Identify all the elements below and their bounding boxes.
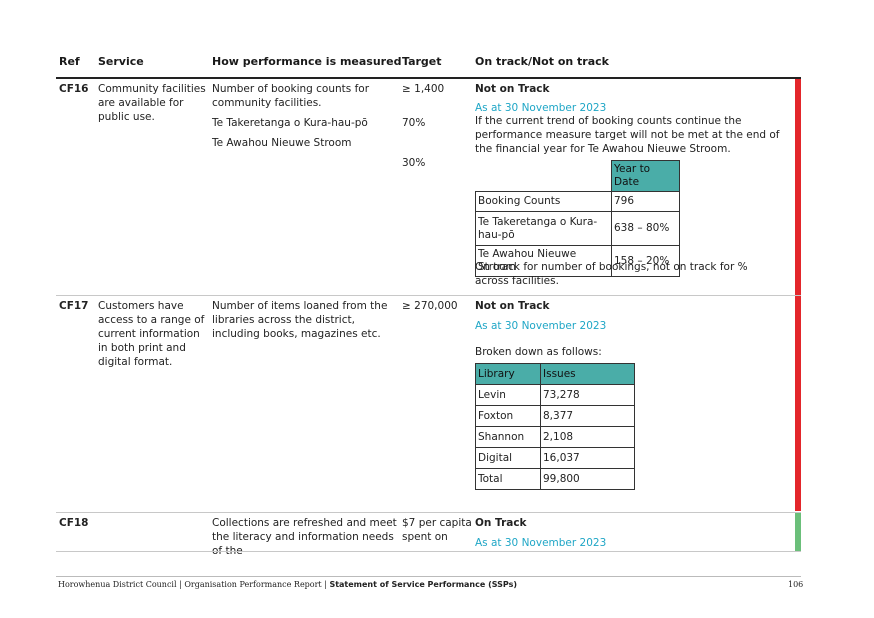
table-cell: 638 – 80% xyxy=(611,211,680,246)
footer-text: Horowhenua District Council | Organisati… xyxy=(58,580,330,589)
booking-table: Year to Date Booking Counts 796 Te Taker… xyxy=(475,160,680,277)
row-divider xyxy=(56,295,801,296)
header-ref: Ref xyxy=(59,55,80,68)
row-target-cf18: $7 per capita spent on xyxy=(402,517,472,543)
row-target-cf16-b: 70% xyxy=(402,117,426,129)
header-target: Target xyxy=(402,55,442,68)
library-table-header: Issues xyxy=(540,363,635,385)
table-cell: 796 xyxy=(611,191,680,212)
row-measure-cf16-b: Te Takeretanga o Kura-hau-pō xyxy=(212,117,368,129)
row-ref-cf16: CF16 xyxy=(59,83,89,95)
row-note-cf16: On track for number of bookings, not on … xyxy=(475,261,748,287)
table-cell: Booking Counts xyxy=(475,191,612,212)
row-target-cf16-c: 30% xyxy=(402,157,426,169)
row-service-cf16: Community facilities are available for p… xyxy=(98,83,206,123)
row-intro-cf17: Broken down as follows: xyxy=(475,346,602,358)
booking-table-header: Year to Date xyxy=(611,160,680,192)
table-cell: 73,278 xyxy=(540,384,635,406)
row-ref-cf18: CF18 xyxy=(59,517,89,529)
row-status-cf17: Not on Track xyxy=(475,300,550,312)
row-status-cf18: On Track xyxy=(475,517,527,529)
table-cell: Total xyxy=(475,468,541,490)
row-commentary-cf16: If the current trend of booking counts c… xyxy=(475,115,780,155)
table-cell: 158 – 20% xyxy=(611,245,680,277)
row-measure-cf17: Number of items loaned from the librarie… xyxy=(212,300,388,340)
row-status-cf16: Not on Track xyxy=(475,83,550,95)
library-table-header: Library xyxy=(475,363,541,385)
status-bar-cf17 xyxy=(795,296,801,511)
row-measure-cf16-c: Te Awahou Nieuwe Stroom xyxy=(212,137,352,149)
library-table: Library Issues Levin 73,278 Foxton 8,377… xyxy=(475,363,635,490)
table-cell: 8,377 xyxy=(540,405,635,427)
status-bar-cf16 xyxy=(795,79,801,295)
header-measure: How performance is measured xyxy=(212,55,402,68)
row-target-cf16: ≥ 1,400 xyxy=(402,83,445,95)
table-cell: 2,108 xyxy=(540,426,635,448)
table-cell: Foxton xyxy=(475,405,541,427)
footer: Horowhenua District Council | Organisati… xyxy=(58,580,517,589)
row-asat-cf16: As at 30 November 2023 xyxy=(475,102,607,114)
table-cell: Digital xyxy=(475,447,541,469)
table-cell: Shannon xyxy=(475,426,541,448)
row-asat-cf18: As at 30 November 2023 xyxy=(475,537,607,549)
row-divider xyxy=(56,551,801,552)
row-divider xyxy=(56,512,801,513)
page-number: 106 xyxy=(788,580,804,589)
header-status: On track/Not on track xyxy=(475,55,609,68)
header-service: Service xyxy=(98,55,144,68)
table-cell: 16,037 xyxy=(540,447,635,469)
table-cell: 99,800 xyxy=(540,468,635,490)
row-asat-cf17: As at 30 November 2023 xyxy=(475,320,607,332)
table-cell: Te Takeretanga o Kura-hau-pō xyxy=(475,211,612,246)
footer-rule xyxy=(56,576,801,577)
row-measure-cf18: Collections are refreshed and meet the l… xyxy=(212,517,397,557)
row-ref-cf17: CF17 xyxy=(59,300,89,312)
row-measure-cf16: Number of booking counts for community f… xyxy=(212,83,370,109)
footer-title: Statement of Service Performance (SSPs) xyxy=(329,580,518,589)
table-cell: Levin xyxy=(475,384,541,406)
header-rule xyxy=(56,77,801,79)
status-bar-cf18 xyxy=(795,513,801,551)
row-target-cf17: ≥ 270,000 xyxy=(402,300,458,312)
row-service-cf17: Customers have access to a range of curr… xyxy=(98,300,205,368)
